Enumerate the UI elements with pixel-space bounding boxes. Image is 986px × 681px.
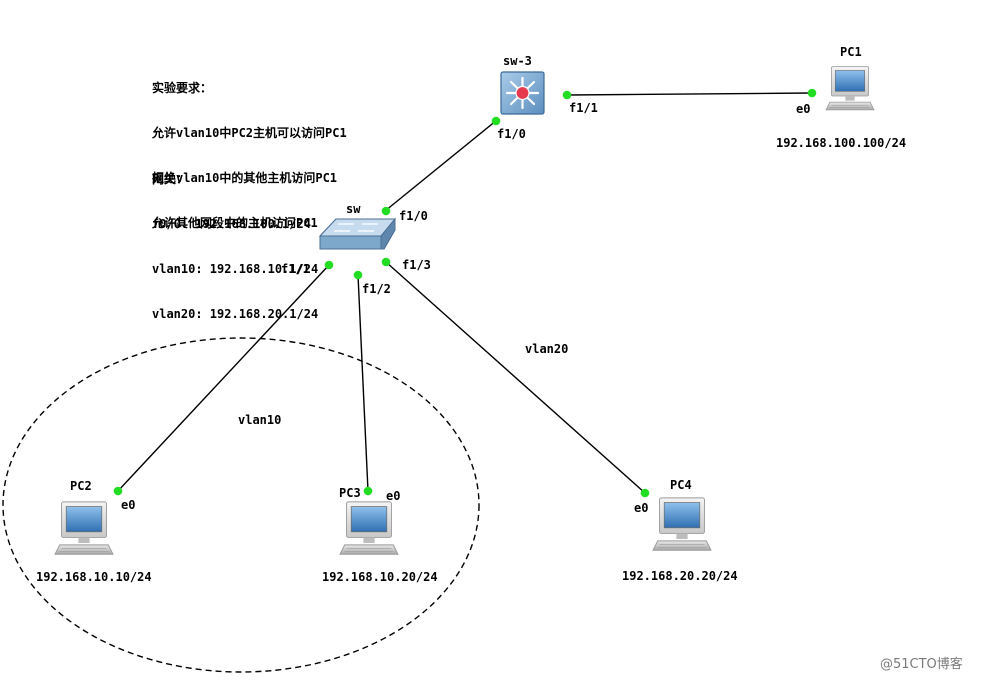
sw3-device[interactable] [500, 71, 545, 115]
links [116, 92, 812, 494]
port-sw3-f1-1: f1/1 [569, 101, 598, 115]
vlan10-label: vlan10 [238, 413, 281, 427]
requirements-line-3: 允许其他网段中的主机访问PC1 [152, 216, 318, 230]
port-leds [113, 88, 817, 498]
link-sw3-pc1 [567, 92, 812, 96]
pc1-label: PC1 [840, 45, 862, 59]
gateway-line-2: vlan10: 192.168.10.1/24 [152, 262, 319, 276]
port-sw3-f1-0: f1/0 [497, 127, 526, 141]
vlan10-zone [2, 337, 480, 673]
gateway-line-1: f0/0: 192.168.100.1/24 [152, 217, 311, 231]
requirements-line-2: 拒绝vlan10中的其他主机访问PC1 [152, 171, 338, 185]
port-pc3-e0: e0 [386, 489, 400, 503]
vlan20-label: vlan20 [525, 342, 568, 356]
pc4-icon[interactable] [652, 497, 712, 551]
port-pc4-e0: e0 [634, 501, 648, 515]
led-pc4-e0 [640, 488, 650, 498]
sw-device[interactable] [318, 217, 397, 250]
link-sw-pc3 [357, 274, 369, 492]
port-pc1-e0: e0 [796, 102, 810, 116]
port-pc2-e0: e0 [121, 498, 135, 512]
led-sw-f1-1 [324, 260, 334, 270]
gateway-note: 网关： f0/0: 192.168.100.1/24 vlan10: 192.1… [152, 142, 318, 352]
pc1-ip: 192.168.100.100/24 [776, 136, 906, 150]
pc1-icon[interactable] [825, 66, 875, 111]
led-sw-f1-2 [353, 270, 363, 280]
pc2-icon[interactable] [54, 501, 114, 555]
pc3-ip: 192.168.10.20/24 [322, 570, 438, 584]
led-sw-f1-3 [381, 257, 391, 267]
requirements-note: 实验要求： 允许vlan10中PC2主机可以访问PC1 拒绝vlan10中的其他… [152, 51, 347, 261]
sw3-label: sw-3 [503, 54, 532, 68]
gateway-title: 网关： [152, 172, 189, 186]
link-sw-pc2 [116, 264, 330, 493]
link-sw-pc4 [385, 261, 646, 494]
gateway-line-3: vlan20: 192.168.20.1/24 [152, 307, 319, 321]
pc2-ip: 192.168.10.10/24 [36, 570, 152, 584]
led-sw-f1-0 [381, 206, 391, 216]
requirements-line-1: 允许vlan10中PC2主机可以访问PC1 [152, 126, 347, 140]
port-sw-f1-2: f1/2 [362, 282, 391, 296]
port-sw-f1-3: f1/3 [402, 258, 431, 272]
sw-label: sw [346, 202, 361, 216]
sw-arrows-icon [334, 223, 378, 232]
pc4-label: PC4 [670, 478, 692, 492]
led-sw3-f1-0 [491, 116, 501, 126]
requirements-title: 实验要求： [152, 81, 213, 95]
pc3-icon[interactable] [339, 501, 399, 555]
link-sw3-sw [384, 119, 498, 212]
port-sw-f1-1: f1/1 [281, 262, 310, 276]
led-pc2-e0 [113, 486, 123, 496]
pc3-label: PC3 [339, 486, 361, 500]
port-sw-f1-0: f1/0 [399, 209, 428, 223]
pc2-label: PC2 [70, 479, 92, 493]
pc4-ip: 192.168.20.20/24 [622, 569, 738, 583]
led-sw3-f1-1 [562, 90, 572, 100]
watermark: @51CTO博客 [880, 656, 963, 672]
led-pc3-e0 [363, 486, 373, 496]
led-pc1-e0 [807, 88, 817, 98]
sw3-core-icon [515, 85, 530, 101]
